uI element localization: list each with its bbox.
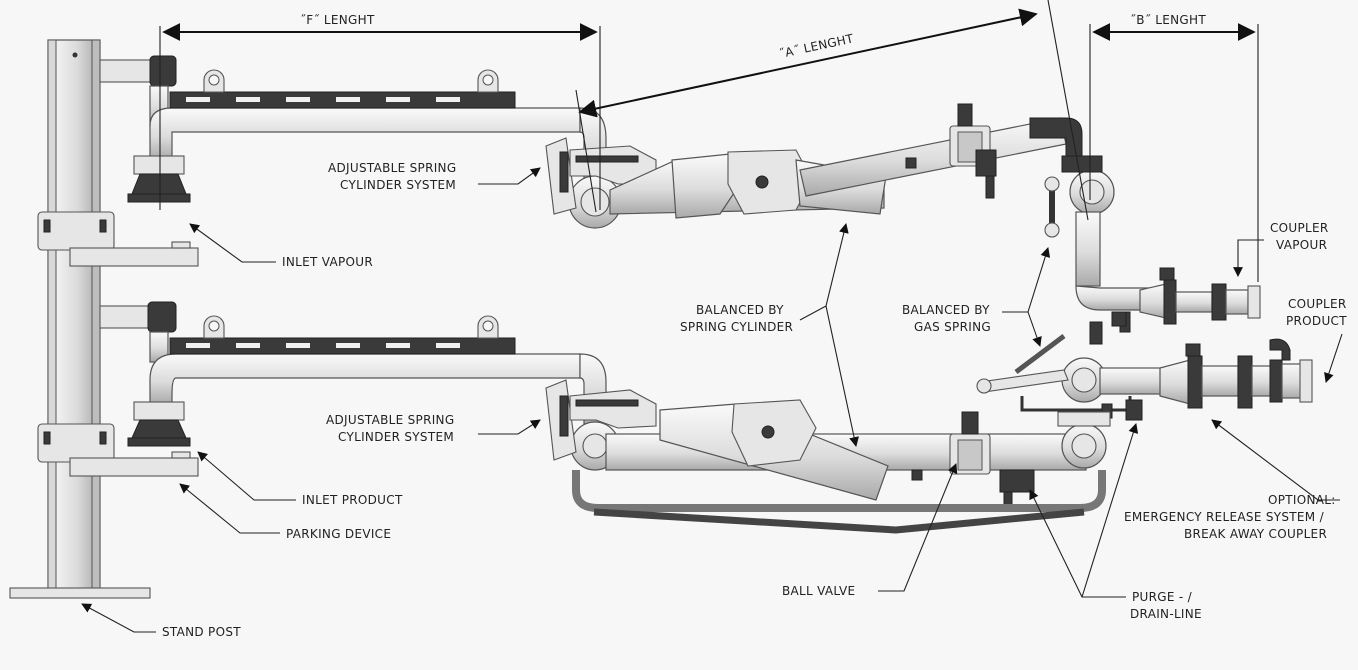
parking-device-label: PARKING DEVICE [286,527,391,541]
optional-label-2: EMERGENCY RELEASE SYSTEM / [1124,510,1325,524]
ball-valve-label: BALL VALVE [782,584,855,598]
inlet-vapour-label: INLET VAPOUR [282,255,373,269]
f-length-label: ˝F˝ LENGHT [300,13,375,27]
stand-post [9,39,199,599]
coupler-product-label-2: PRODUCT [1286,314,1347,328]
stand-post-label: STAND POST [162,625,241,639]
b-length-label: ˝B˝ LENGHT [1130,13,1206,27]
callout-leaders [81,167,1343,633]
spring-bottom-label-2: CYLINDER SYSTEM [338,430,454,444]
balanced-gas-label-2: GAS SPRING [914,320,991,334]
purge-label-1: PURGE - / [1132,590,1193,604]
spring-top-label-1: ADJUSTABLE SPRING [328,161,456,175]
balanced-gas-label-1: BALANCED BY [902,303,990,317]
labels: ADJUSTABLE SPRING CYLINDER SYSTEM ADJUST… [162,161,1347,639]
coupler-vapour-label-2: VAPOUR [1276,238,1327,252]
vapour-arm [99,55,1261,333]
balanced-spring-label-1: BALANCED BY [696,303,784,317]
coupler-vapour-label-1: COUPLER [1270,221,1329,235]
product-arm [99,301,1313,534]
spring-top-label-2: CYLINDER SYSTEM [340,178,456,192]
optional-label-1: OPTIONAL: [1268,493,1336,507]
inlet-product-label: INLET PRODUCT [302,493,403,507]
spring-bottom-label-1: ADJUSTABLE SPRING [326,413,454,427]
a-length-label: ˝A˝ LENGHT [778,31,856,61]
balanced-spring-label-2: SPRING CYLINDER [680,320,793,334]
optional-label-3: BREAK AWAY COUPLER [1184,527,1327,541]
coupler-product-label-1: COUPLER [1288,297,1347,311]
purge-label-2: DRAIN-LINE [1130,607,1202,621]
